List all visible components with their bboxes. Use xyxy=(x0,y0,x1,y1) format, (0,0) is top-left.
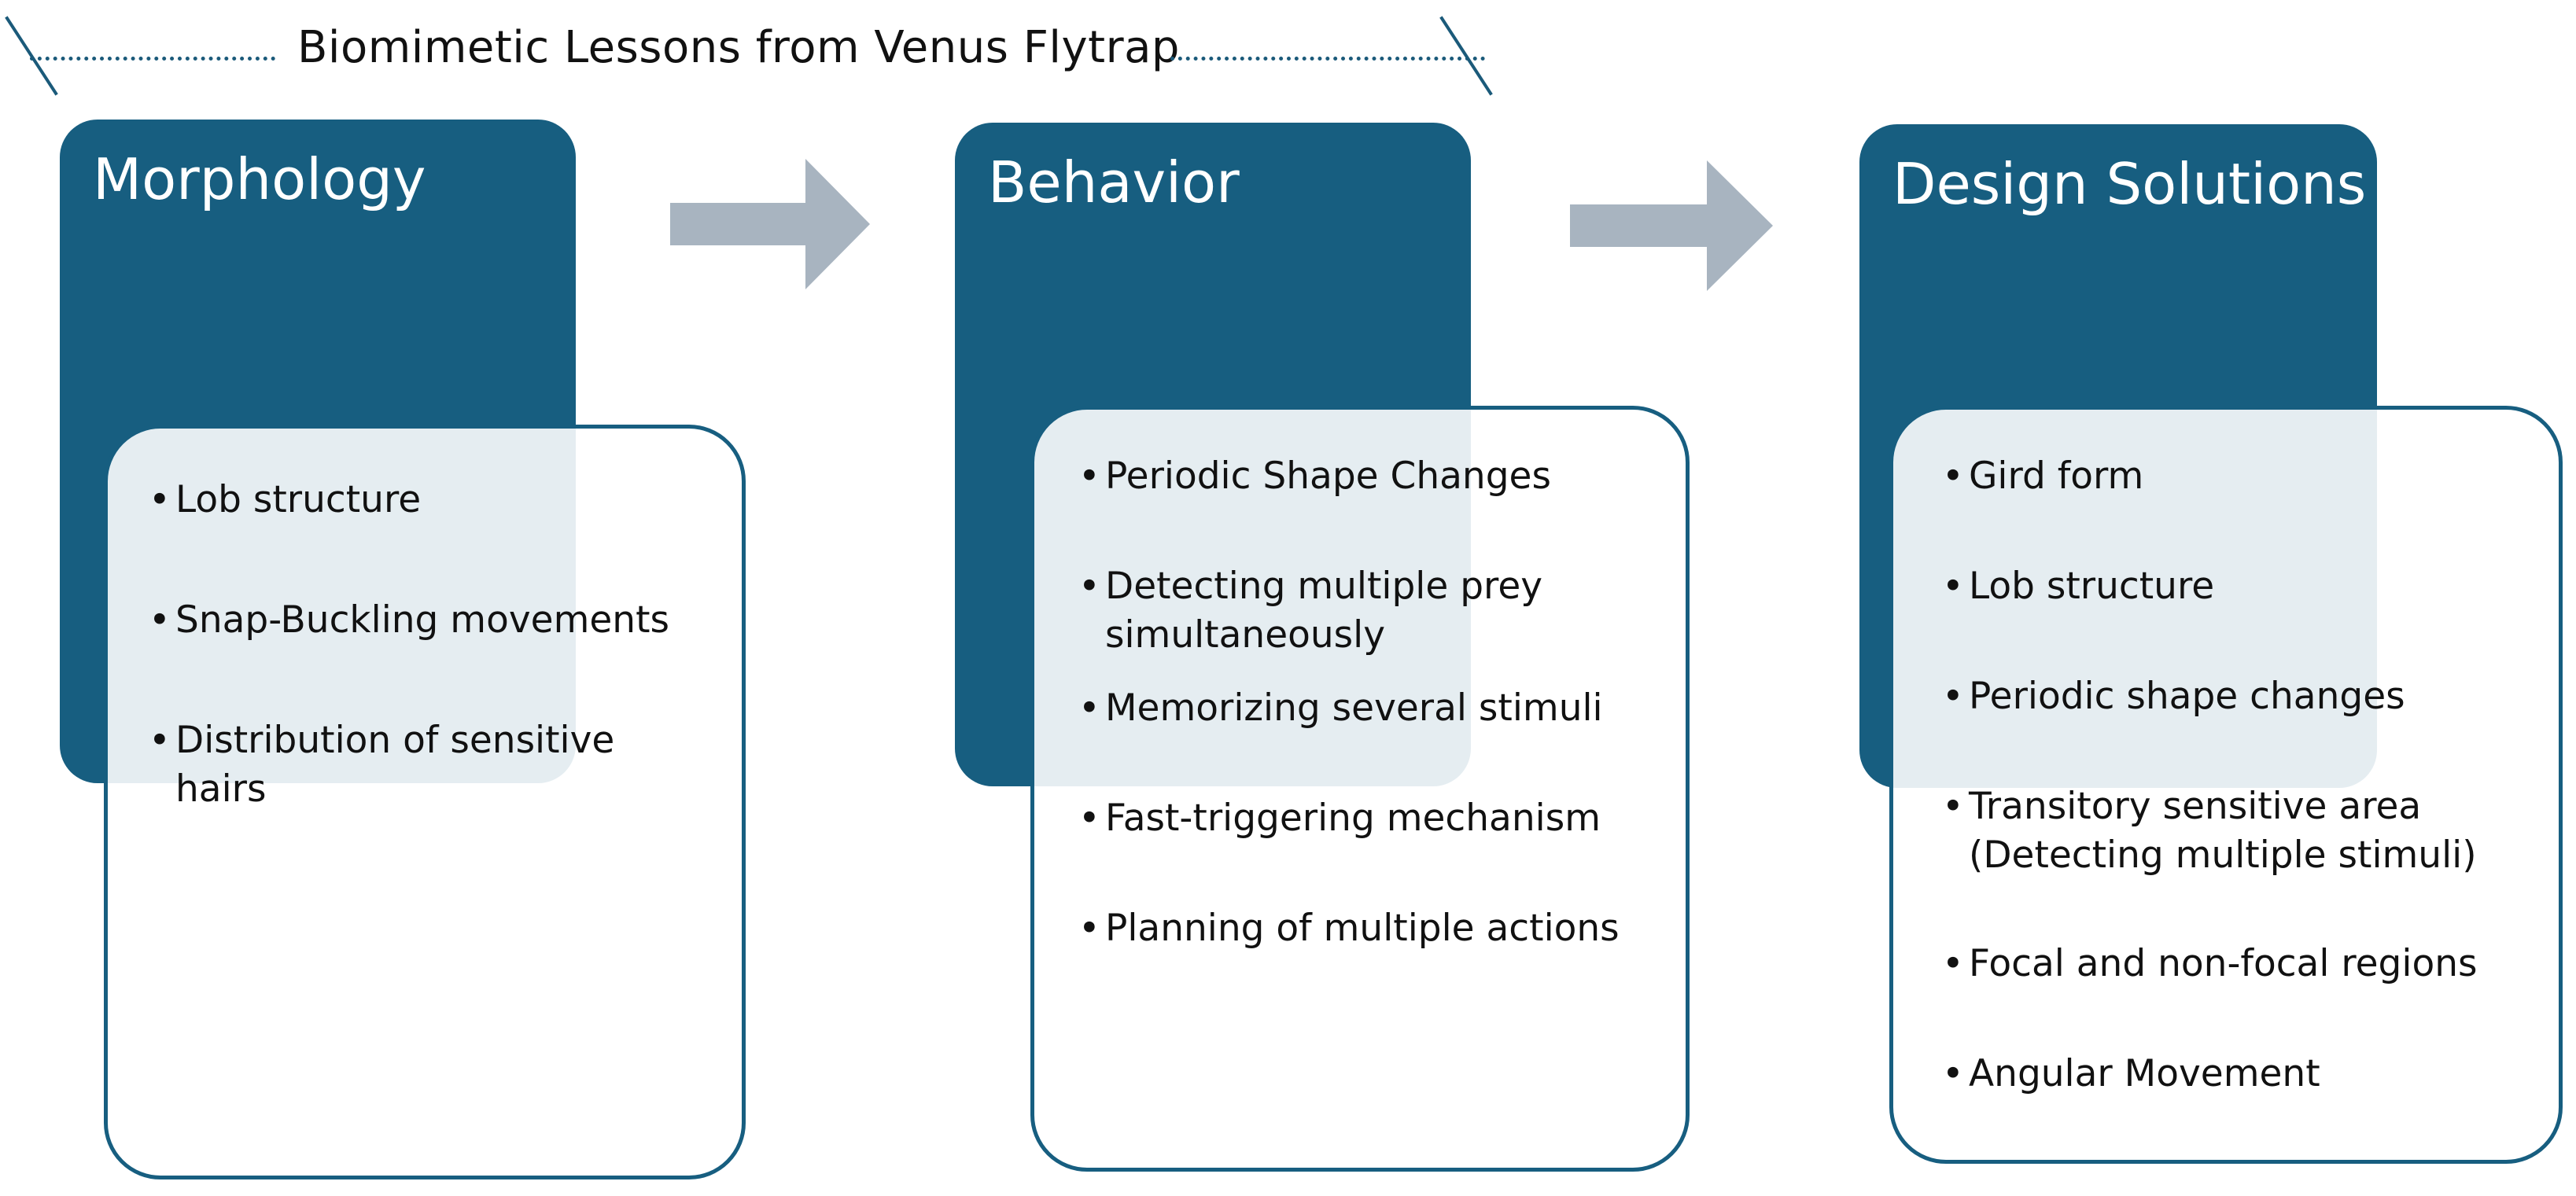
diagram-title: Biomimetic Lessons from Venus Flytrap xyxy=(297,22,1180,73)
behavior-list-card: •Periodic Shape Changes•Detecting multip… xyxy=(1030,406,1690,1172)
bullet-text: Memorizing several stimuli xyxy=(1105,686,1603,730)
bullet-text: Detecting multiple prey xyxy=(1105,565,1543,608)
bullet-text: Focal and non-focal regions xyxy=(1969,942,2478,985)
arrow-right-icon xyxy=(670,159,870,289)
bullet-dot-icon: • xyxy=(1942,675,1964,718)
title-slash-left xyxy=(5,16,58,96)
arrow-right-icon xyxy=(1570,160,1773,291)
title-slash-right xyxy=(1439,16,1493,96)
bullet-text: Fast-triggering mechanism xyxy=(1105,797,1601,840)
bullet-text: Periodic shape changes xyxy=(1969,675,2405,718)
bullet-dot-icon: • xyxy=(1078,565,1100,608)
design-solutions-heading: Design Solutions xyxy=(1892,151,2367,217)
diagram-title-bar: Biomimetic Lessons from Venus Flytrap xyxy=(5,14,1493,101)
design-solutions-list-card: •Gird form•Lob structure•Periodic shape … xyxy=(1889,406,2563,1164)
bullet-dot-icon: • xyxy=(1078,907,1100,950)
bullet-dot-icon: • xyxy=(149,598,171,642)
behavior-heading: Behavior xyxy=(988,149,1240,215)
bullet-dot-icon: • xyxy=(149,478,171,521)
bullet-text: (Detecting multiple stimuli) xyxy=(1969,834,2477,877)
bullet-text: Transitory sensitive area xyxy=(1969,785,2422,828)
bullet-text: simultaneously xyxy=(1105,613,1386,657)
bullet-dot-icon: • xyxy=(1942,1052,1964,1095)
bullet-text: hairs xyxy=(175,767,267,811)
bullet-text: Angular Movement xyxy=(1969,1052,2320,1095)
bullet-text: Lob structure xyxy=(175,478,422,521)
bullet-dot-icon: • xyxy=(1942,565,1964,608)
bullet-dot-icon: • xyxy=(1942,942,1964,985)
bullet-text: Gird form xyxy=(1969,454,2144,498)
morphology-list-card: •Lob structure•Snap-Buckling movements•D… xyxy=(104,425,746,1179)
bullet-dot-icon: • xyxy=(149,719,171,762)
bullet-text: Distribution of sensitive xyxy=(175,719,615,762)
bullet-dot-icon: • xyxy=(1078,686,1100,730)
bullet-dot-icon: • xyxy=(1078,454,1100,498)
bullet-dot-icon: • xyxy=(1078,797,1100,840)
bullet-dot-icon: • xyxy=(1942,454,1964,498)
bullet-text: Lob structure xyxy=(1969,565,2215,608)
title-dotted-line-left xyxy=(30,57,275,61)
bullet-text: Periodic Shape Changes xyxy=(1105,454,1551,498)
title-dotted-line-right xyxy=(1170,57,1485,61)
bullet-dot-icon: • xyxy=(1942,785,1964,828)
bullet-text: Planning of multiple actions xyxy=(1105,907,1620,950)
morphology-heading: Morphology xyxy=(93,146,426,212)
bullet-text: Snap-Buckling movements xyxy=(175,598,669,642)
